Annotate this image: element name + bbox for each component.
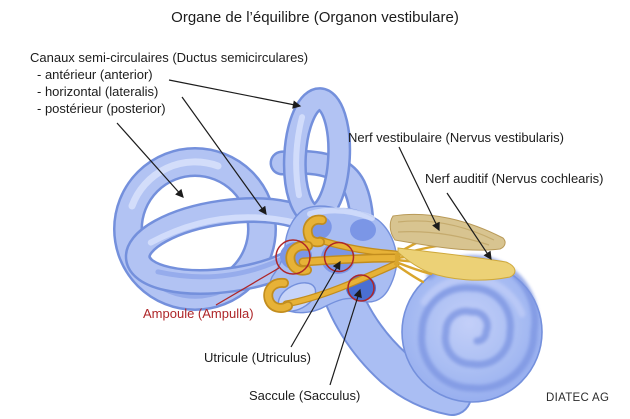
utricle-label: Utricule (Utriculus): [204, 350, 311, 365]
leader-lines: [116, 79, 492, 386]
leader-saccule: [329, 288, 362, 386]
utricle-circle: [323, 241, 355, 273]
leader-horizontal: [181, 96, 267, 216]
leader-auditory-nerve: [446, 192, 492, 261]
page-title: Organe de l’équilibre (Organon vestibula…: [171, 9, 459, 26]
auditory-nerve-label: Nerf auditif (Nervus cochlearis): [425, 171, 604, 186]
highlight-circles: [275, 239, 375, 302]
leader-ampulla: [215, 267, 280, 306]
ampullary-nerves: [263, 214, 401, 313]
canals-heading: Canaux semi-circulaires (Ductus semicirc…: [30, 50, 309, 65]
saccule-circle: [347, 274, 375, 302]
canal-item-horizontal: - horizontal (lateralis): [37, 84, 159, 99]
leader-utricle: [290, 260, 341, 348]
canal-item-anterior: - antérieur (anterior): [37, 67, 153, 82]
leader-anterior: [168, 79, 302, 109]
vestibular-nerve-shape: [389, 213, 506, 251]
brand-watermark: DIATEC AG: [546, 392, 610, 404]
leader-posterior: [116, 122, 184, 198]
canal-item-posterior: - postérieur (posterior): [37, 101, 166, 116]
saccule-label: Saccule (Sacculus): [249, 388, 361, 403]
vestibular-nerve-label: Nerf vestibulaire (Nervus vestibularis): [348, 130, 565, 145]
ampulla-circle: [275, 239, 311, 275]
auditory-nerve-shape: [397, 247, 516, 281]
canals-label-block: Canaux semi-circulaires (Ductus semicirc…: [30, 49, 308, 117]
leader-vestibular-nerve: [398, 146, 440, 232]
cochlea-base-shape: [316, 256, 472, 416]
ampulla-label: Ampoule (Ampulla): [143, 306, 254, 321]
